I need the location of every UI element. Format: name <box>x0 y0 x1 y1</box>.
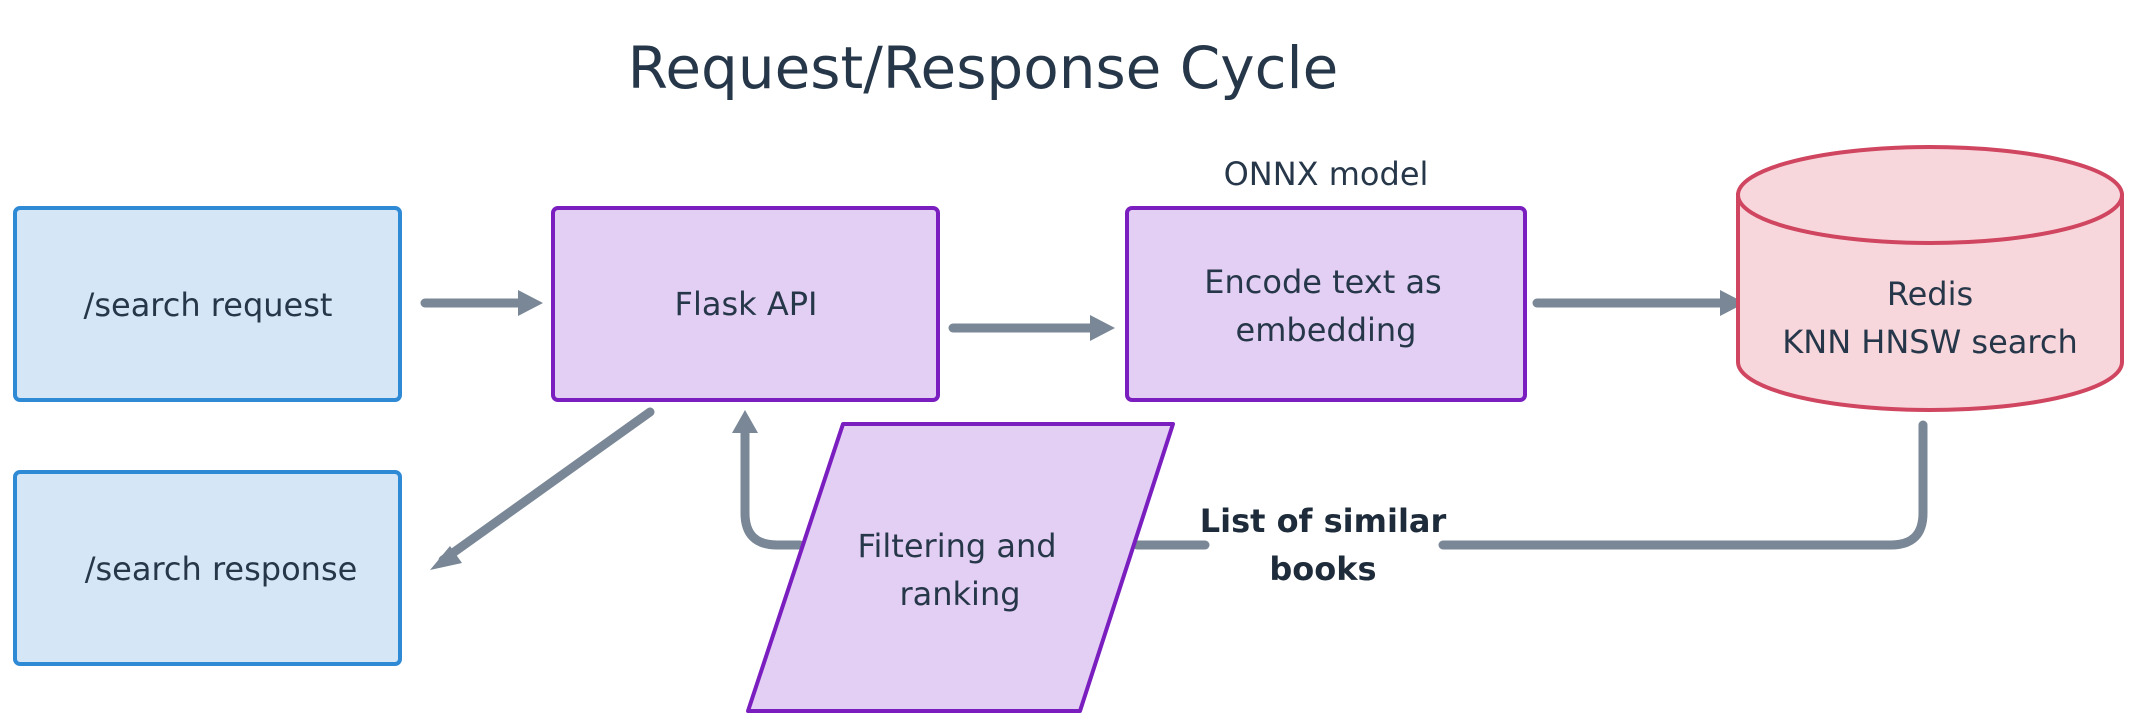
flask-api-box: Flask API <box>551 206 940 402</box>
filtering-label-line2: ranking <box>899 575 1020 613</box>
encode-label-line2: embedding <box>1236 311 1417 349</box>
similar-books-line2: books <box>1269 550 1376 588</box>
filtering-ranking-box: Filtering and ranking <box>746 422 1175 713</box>
redis-label-line2: KNN HNSW search <box>1782 323 2077 361</box>
arrow-flask-to-response <box>430 407 655 570</box>
similar-books-edge-label: List of similar books <box>1200 502 1447 588</box>
connector-redis-to-filtering <box>1132 420 1928 550</box>
arrow-encode-to-redis <box>1532 290 1745 316</box>
arrow-request-to-flask <box>420 290 543 316</box>
redis-label-line1: Redis <box>1887 275 1973 313</box>
search-request-label: /search request <box>84 286 333 324</box>
search-response-label: /search response <box>85 550 358 588</box>
search-response-box: /search response <box>13 470 402 666</box>
search-request-box: /search request <box>13 206 402 402</box>
diagram-title: Request/Response Cycle <box>628 34 1339 102</box>
onnx-model-label: ONNX model <box>1224 155 1429 193</box>
flask-api-label: Flask API <box>675 285 818 323</box>
arrow-flask-to-encode <box>948 315 1115 341</box>
encode-label-line1: Encode text as <box>1204 263 1441 301</box>
filtering-label-line1: Filtering and <box>857 527 1056 565</box>
encode-embedding-box: Encode text as embedding <box>1125 206 1527 402</box>
similar-books-line1: List of similar <box>1200 502 1447 540</box>
redis-database-cylinder: Redis KNN HNSW search <box>1736 145 2124 412</box>
arrow-filtering-to-flask <box>732 410 805 550</box>
